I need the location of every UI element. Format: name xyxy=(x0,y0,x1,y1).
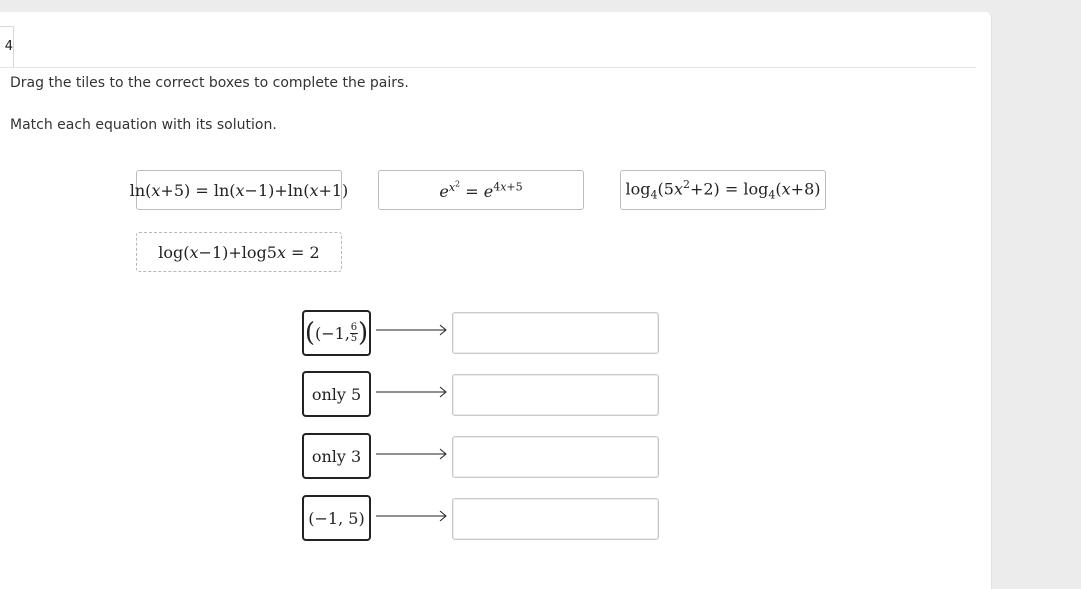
tile-log4-text: log4(5x2+2) = log4(x+8) xyxy=(625,178,821,202)
answer-1-left: (−1, xyxy=(315,323,350,343)
answer-only-3: only 3 xyxy=(302,433,371,479)
answer-neg1-5: (−1, 5) xyxy=(302,495,371,541)
drop-box-1[interactable] xyxy=(452,312,659,354)
fraction-denominator: 5 xyxy=(350,332,358,344)
answer-neg1-6over5: ( (−1, 6 5 ) xyxy=(302,310,371,356)
answer-3-text: only 3 xyxy=(311,446,362,466)
tile-log4-equation[interactable]: log4(5x2+2) = log4(x+8) xyxy=(620,170,826,210)
tile-ln-equation[interactable]: ln(x+5) = ln(x−1)+ln(x+1) xyxy=(130,170,348,210)
arrow-right-icon xyxy=(376,324,447,336)
question-number: 4 xyxy=(0,26,14,68)
drop-box-4[interactable] xyxy=(452,498,659,540)
arrow-right-icon xyxy=(376,386,447,398)
question-card: 4 Drag the tiles to the correct boxes to… xyxy=(0,12,992,589)
tile-exp-equation[interactable]: ex2 = e4x+5 xyxy=(378,170,584,210)
answer-2-text: only 5 xyxy=(311,384,362,404)
answer-4-text: (−1, 5) xyxy=(308,508,365,528)
drop-box-2[interactable] xyxy=(452,374,659,416)
tile-log-text: log(x−1)+log5x = 2 xyxy=(158,242,320,262)
instruction-match: Match each equation with its solution. xyxy=(10,117,277,133)
arrow-right-icon xyxy=(376,510,447,522)
fraction-6-5: 6 5 xyxy=(349,321,358,344)
answer-only-5: only 5 xyxy=(302,371,371,417)
arrow-right-icon xyxy=(376,448,447,460)
tile-log-equation[interactable]: log(x−1)+log5x = 2 xyxy=(136,232,342,272)
tile-ln-text: ln(x+5) = ln(x−1)+ln(x+1) xyxy=(129,180,349,200)
answer-1-right: ) xyxy=(357,318,369,348)
instruction-drag: Drag the tiles to the correct boxes to c… xyxy=(10,75,409,91)
tile-exp-text: ex2 = e4x+5 xyxy=(439,179,523,201)
drop-box-3[interactable] xyxy=(452,436,659,478)
header-divider xyxy=(0,67,976,68)
fraction-numerator: 6 xyxy=(350,321,358,333)
